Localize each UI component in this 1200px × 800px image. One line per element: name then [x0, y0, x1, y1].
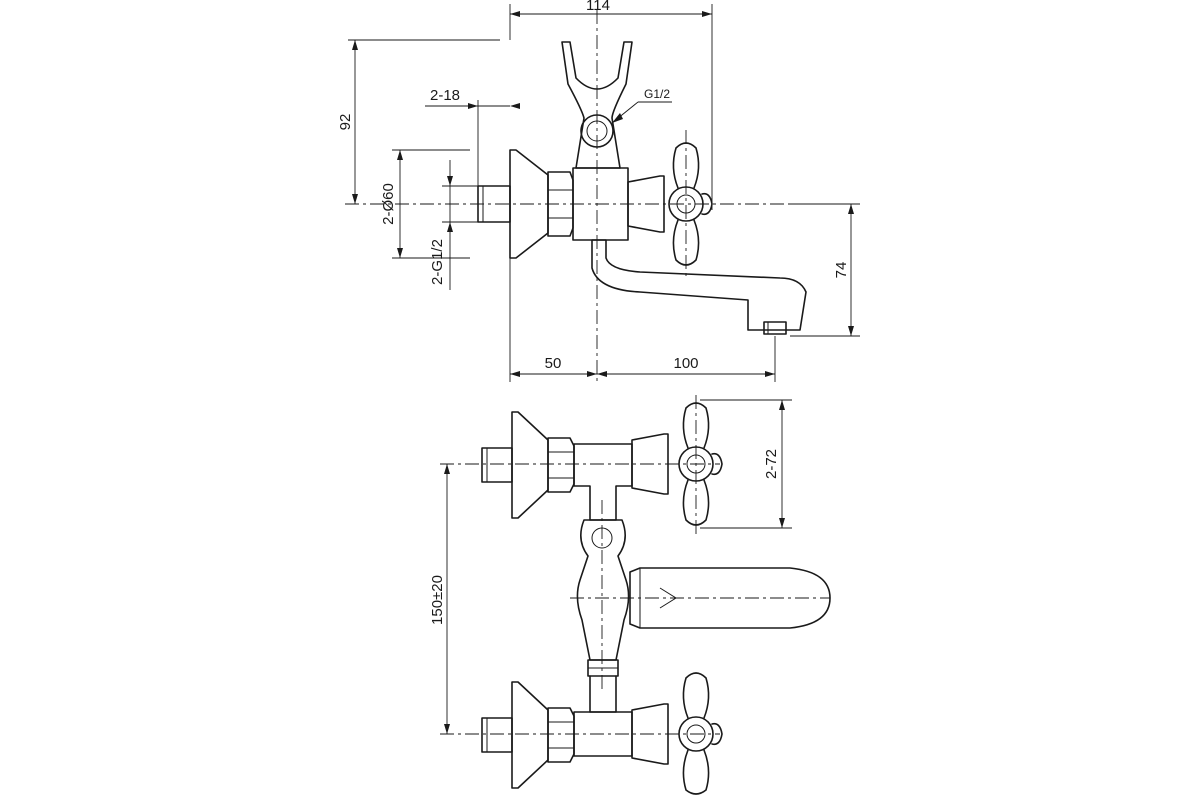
lower-handle-hub [678, 716, 714, 752]
side-view: 114 92 2-18 G1/2 2-Ø60 2-G1/2 [337, 0, 860, 385]
shower-holder [561, 41, 633, 169]
plan-view: 2-72 150±20 [429, 395, 831, 795]
upper-body [573, 443, 633, 521]
cross-handle-hub [668, 186, 704, 222]
dim-2-d60-label: 2-Ø60 [380, 183, 397, 225]
upper-hex-nut [547, 437, 575, 493]
thread-g12-label: G1/2 [644, 87, 670, 101]
lower-handle-bottom-arm [682, 749, 710, 795]
valve-bonnet [627, 175, 665, 233]
lower-connector-pipe [589, 675, 617, 713]
spout [591, 239, 807, 331]
upper-handle-hub [678, 446, 714, 482]
upper-handle-bottom-arm [682, 479, 710, 526]
lower-wall-flange [511, 681, 549, 789]
dim-50-label: 50 [545, 355, 562, 372]
dim-2-g12-label: 2-G1/2 [429, 239, 446, 285]
dim-92-label: 92 [337, 114, 354, 131]
upper-wall-flange [511, 411, 549, 519]
dim-150-label: 150±20 [429, 575, 446, 625]
dim-2-18-label: 2-18 [430, 87, 460, 104]
cross-handle-top-arm [672, 142, 700, 189]
cross-handle-bottom-arm [672, 219, 700, 266]
aerator [763, 321, 787, 335]
upper-bonnet [631, 433, 669, 495]
dim-114-label: 114 [586, 0, 610, 14]
lower-handle-top-arm [682, 672, 710, 719]
upper-handle-top-arm [682, 402, 710, 449]
lower-hex-nut [547, 707, 575, 763]
central-body [576, 519, 630, 661]
shower-outlet-ring [580, 114, 614, 148]
dim-100-label: 100 [673, 355, 698, 372]
spout-plan [629, 567, 831, 629]
dim-2-72-label: 2-72 [763, 449, 780, 479]
lower-bonnet [631, 703, 669, 765]
dim-74-label: 74 [833, 262, 850, 279]
